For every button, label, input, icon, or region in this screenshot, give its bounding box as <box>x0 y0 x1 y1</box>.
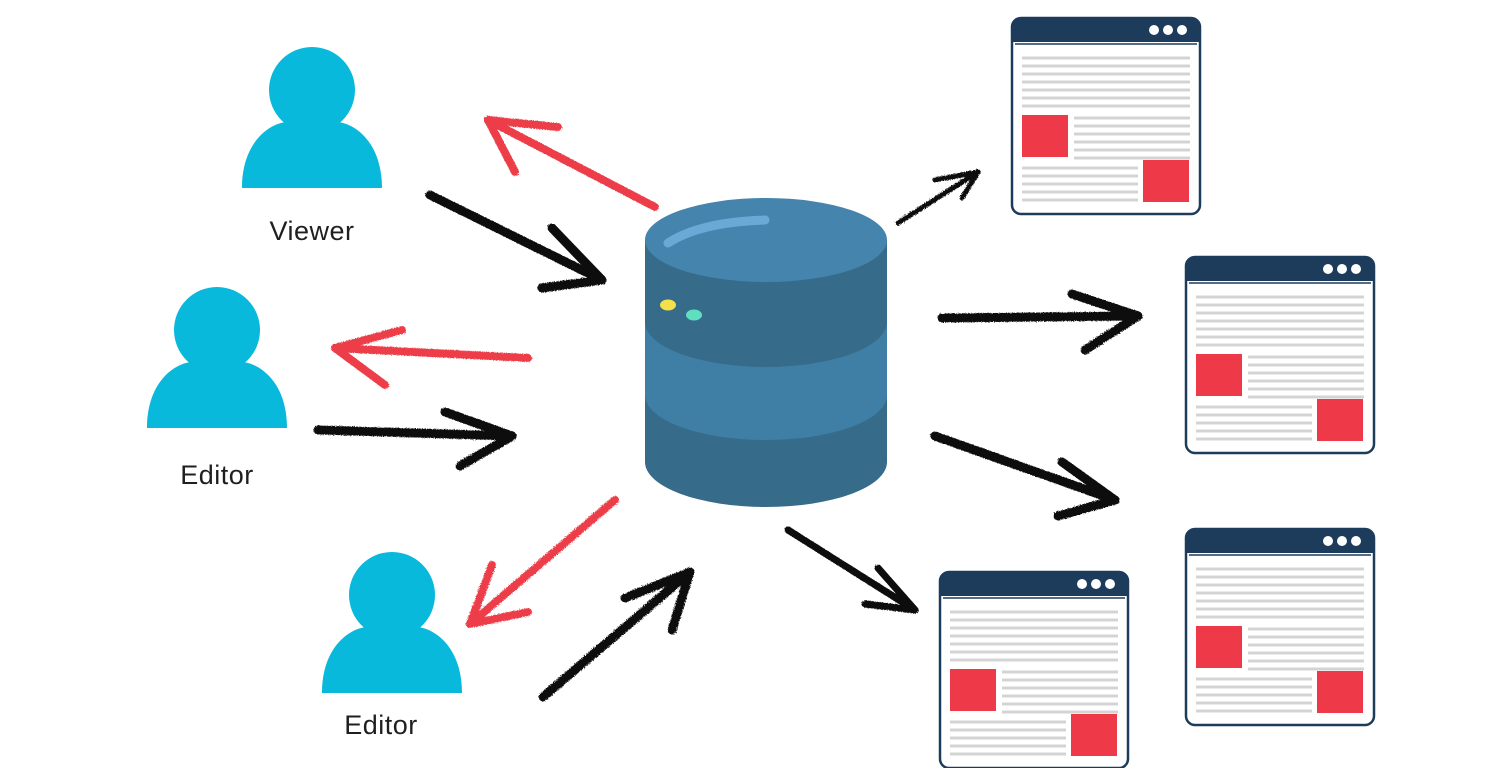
web-page-icon-2 <box>1184 255 1376 455</box>
user-label-editor-2: Editor <box>344 710 418 740</box>
response-arrow-editor-1 <box>331 326 532 389</box>
led-yellow-icon <box>660 299 676 311</box>
user-viewer-icon <box>242 47 382 188</box>
web-page-icon-1 <box>1010 16 1202 216</box>
user-editor-1-icon <box>147 287 287 428</box>
web-page-icon-4 <box>938 570 1130 768</box>
output-arrow-page-2 <box>937 289 1143 355</box>
request-arrow-editor-2 <box>538 567 695 702</box>
output-arrow-page-4 <box>784 526 919 614</box>
output-arrow-page-3 <box>930 431 1120 521</box>
database-icon <box>645 198 887 507</box>
user-editor-2-icon <box>322 552 462 693</box>
user-label-viewer: Viewer <box>269 216 355 246</box>
led-green-icon <box>686 309 702 321</box>
user-label-editor-1: Editor <box>180 460 254 490</box>
web-page-icon-3 <box>1184 527 1376 727</box>
output-arrow-page-1 <box>895 169 981 226</box>
request-arrow-viewer <box>425 190 607 293</box>
response-arrow-editor-2 <box>466 496 619 628</box>
response-arrow-viewer <box>484 116 659 211</box>
request-arrow-editor-1 <box>313 407 517 471</box>
